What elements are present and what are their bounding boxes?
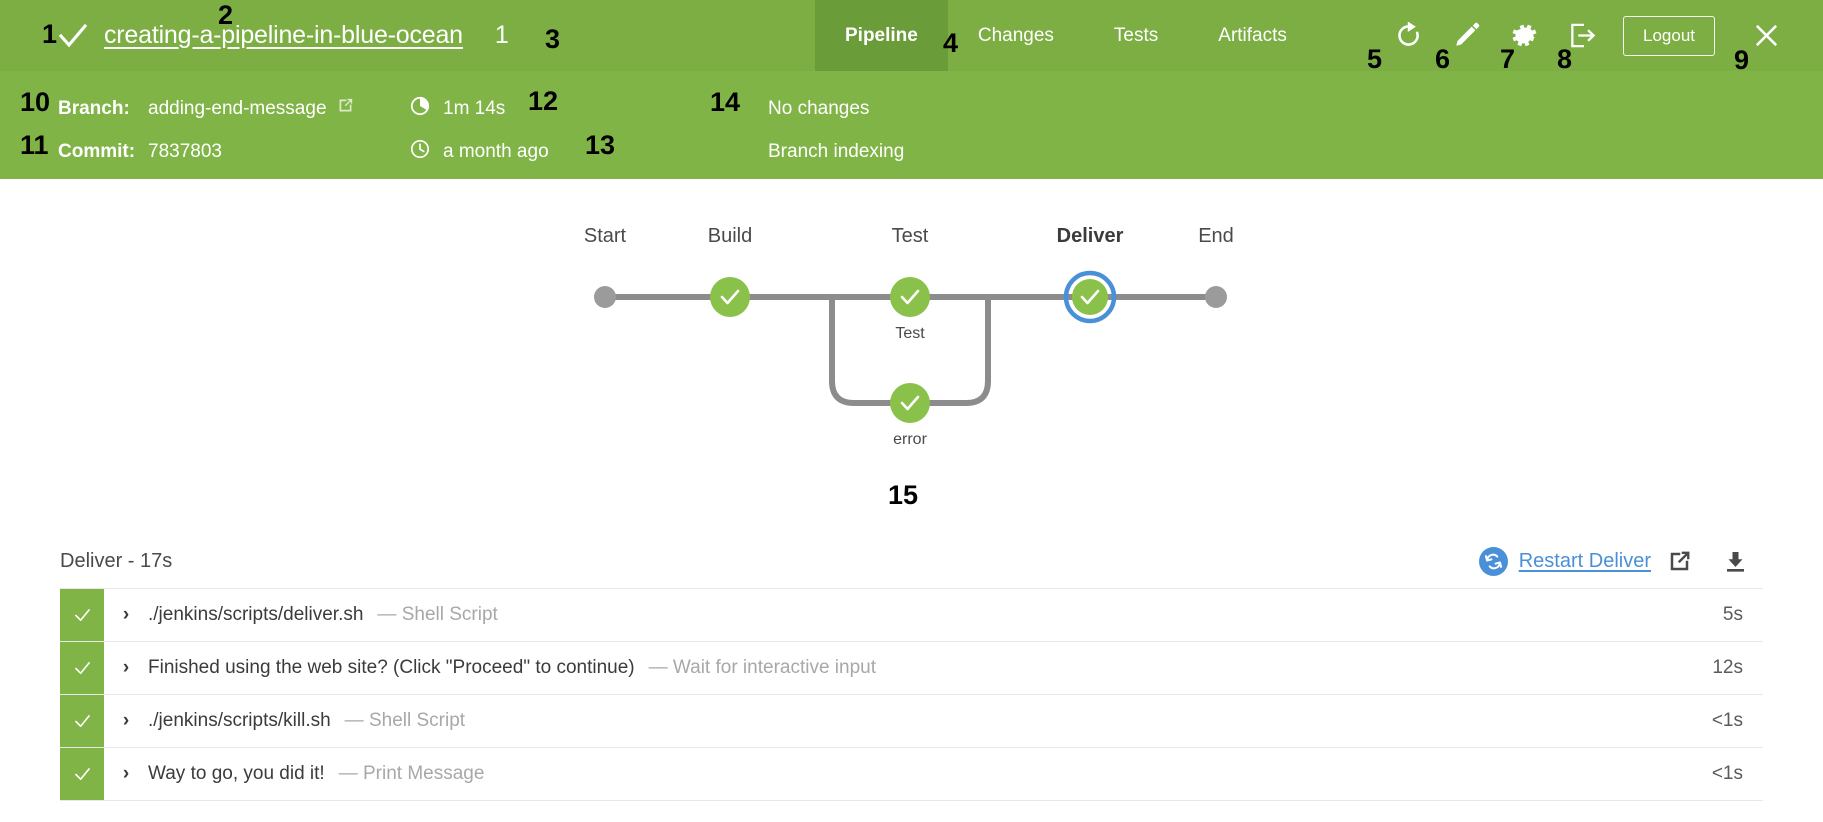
graph-node-deliver xyxy=(1063,270,1117,324)
commit-value: 7837803 xyxy=(148,140,222,162)
commit-row: Commit: 7837803 xyxy=(58,130,354,173)
restart-circle-icon[interactable] xyxy=(1478,546,1508,576)
run-title-link[interactable]: creating-a-pipeline-in-blue-ocean xyxy=(104,21,463,49)
step-name: Way to go, you did it! xyxy=(148,763,325,784)
table-row[interactable]: › ./jenkins/scripts/deliver.sh — Shell S… xyxy=(60,589,1763,642)
run-meta-changes: No changes Branch indexing xyxy=(768,87,904,173)
graph-nodes xyxy=(594,270,1227,423)
duration-icon xyxy=(410,96,430,122)
header-actions: Logout xyxy=(1379,0,1823,71)
time-ago-value: a month ago xyxy=(443,140,549,162)
graph-parallel-label-error[interactable]: error xyxy=(893,431,927,448)
table-row[interactable]: › ./jenkins/scripts/kill.sh — Shell Scri… xyxy=(60,695,1763,748)
graph-label-end[interactable]: End xyxy=(1198,225,1234,247)
changes-text: No changes xyxy=(768,97,870,119)
run-header-left: creating-a-pipeline-in-blue-ocean 1 xyxy=(0,0,509,71)
tab-changes[interactable]: Changes xyxy=(977,24,1054,46)
step-type: — Shell Script xyxy=(377,604,498,625)
run-meta-timing: 1m 14s a month ago xyxy=(410,87,549,173)
pipeline-graph-svg xyxy=(594,270,1227,423)
commit-label: Commit: xyxy=(58,140,136,162)
chevron-right-icon[interactable]: › xyxy=(122,710,130,731)
duration-row: 1m 14s xyxy=(410,87,549,130)
graph-node-test xyxy=(890,277,930,317)
run-meta-branch-commit: Branch: adding-end-message Commit: 78378… xyxy=(58,87,354,173)
logout-button[interactable]: Logout xyxy=(1623,15,1715,56)
run-tabs: Pipeline Changes Tests Artifacts xyxy=(815,0,1317,71)
graph-node-end xyxy=(1205,286,1227,308)
stage-steps-header: Deliver - 17s Restart Deliver xyxy=(60,534,1763,588)
branch-label: Branch: xyxy=(58,97,130,119)
download-icon[interactable] xyxy=(1707,534,1763,588)
step-status-success xyxy=(60,695,104,747)
branch-value: adding-end-message xyxy=(148,97,327,119)
step-main: ./jenkins/scripts/deliver.sh — Shell Scr… xyxy=(148,589,1653,641)
chevron-right-icon[interactable]: › xyxy=(122,763,130,784)
steps-list: › ./jenkins/scripts/deliver.sh — Shell S… xyxy=(60,588,1763,801)
graph-label-build[interactable]: Build xyxy=(707,225,753,247)
graph-label-test[interactable]: Test xyxy=(891,225,929,247)
step-status-success xyxy=(60,589,104,641)
step-duration: 12s xyxy=(1712,657,1743,678)
pipeline-graph: Start Build Test Deliver End Test error xyxy=(0,179,1823,534)
step-type: — Wait for interactive input xyxy=(648,657,877,678)
cause-text: Branch indexing xyxy=(768,140,905,162)
table-row[interactable]: › Way to go, you did it! — Print Message… xyxy=(60,748,1763,801)
step-duration: <1s xyxy=(1711,763,1743,784)
table-row[interactable]: › Finished using the web site? (Click "P… xyxy=(60,642,1763,695)
branch-row: Branch: adding-end-message xyxy=(58,87,354,130)
step-name: ./jenkins/scripts/deliver.sh xyxy=(148,604,364,625)
cause-row: Branch indexing xyxy=(768,130,904,173)
clock-icon xyxy=(410,139,430,165)
changes-row: No changes xyxy=(768,87,904,130)
run-header: creating-a-pipeline-in-blue-ocean 1 Pipe… xyxy=(0,0,1823,71)
stage-steps-section: Deliver - 17s Restart Deliver xyxy=(0,534,1823,801)
run-number: 1 xyxy=(494,21,509,49)
logout-arrow-icon[interactable] xyxy=(1553,0,1611,71)
graph-node-build xyxy=(710,277,750,317)
graph-node-error xyxy=(890,383,930,423)
step-status-success xyxy=(60,642,104,694)
external-link-icon[interactable] xyxy=(1651,534,1707,588)
replay-icon[interactable] xyxy=(1379,0,1437,71)
step-main: Way to go, you did it! — Print Message xyxy=(148,748,1653,800)
step-type: — Print Message xyxy=(338,763,485,784)
stage-actions: Restart Deliver xyxy=(1478,534,1763,588)
step-main: Finished using the web site? (Click "Pro… xyxy=(148,642,1653,694)
graph-parallel-label-test[interactable]: Test xyxy=(895,325,925,342)
tab-tests[interactable]: Tests xyxy=(1113,24,1159,46)
gear-icon[interactable] xyxy=(1495,0,1553,71)
chevron-right-icon[interactable]: › xyxy=(122,657,130,678)
step-name: ./jenkins/scripts/kill.sh xyxy=(148,710,331,731)
check-icon xyxy=(58,21,88,51)
step-duration: <1s xyxy=(1711,710,1743,731)
edit-pencil-icon[interactable] xyxy=(1437,0,1495,71)
graph-label-deliver[interactable]: Deliver xyxy=(1056,225,1124,247)
step-main: ./jenkins/scripts/kill.sh — Shell Script xyxy=(148,695,1653,747)
duration-value: 1m 14s xyxy=(443,97,506,119)
tab-pipeline[interactable]: Pipeline xyxy=(815,0,948,71)
stage-title: Deliver - 17s xyxy=(60,549,173,572)
run-meta-bar: Branch: adding-end-message Commit: 78378… xyxy=(0,71,1823,179)
graph-node-start xyxy=(594,286,616,308)
tab-artifacts[interactable]: Artifacts xyxy=(1218,24,1287,46)
external-link-icon[interactable] xyxy=(337,97,354,120)
step-type: — Shell Script xyxy=(344,710,466,731)
graph-label-start[interactable]: Start xyxy=(583,225,627,247)
restart-stage-link[interactable]: Restart Deliver xyxy=(1518,549,1651,572)
graph-edges xyxy=(605,294,1216,406)
close-icon[interactable] xyxy=(1737,0,1795,71)
chevron-right-icon[interactable]: › xyxy=(122,604,130,625)
step-name: Finished using the web site? (Click "Pro… xyxy=(148,657,635,678)
step-status-success xyxy=(60,748,104,800)
time-ago-row: a month ago xyxy=(410,130,549,173)
step-duration: 5s xyxy=(1722,604,1743,625)
